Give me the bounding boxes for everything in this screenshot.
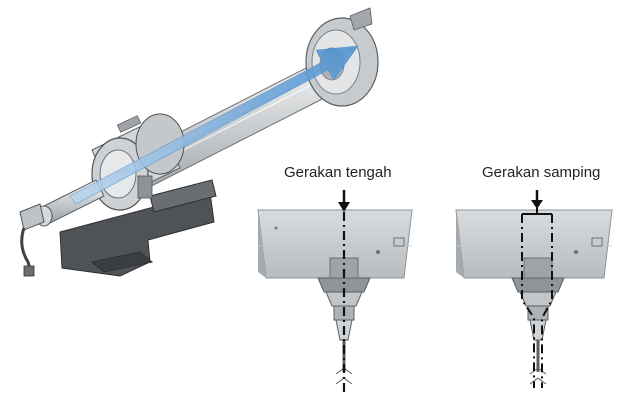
tool-holder bbox=[511, 257, 565, 385]
center-movement-label: Gerakan tengah bbox=[284, 164, 392, 181]
down-arrow-icon bbox=[531, 190, 543, 209]
base-bracket bbox=[59, 179, 217, 277]
axis-movement-arrow bbox=[69, 45, 359, 205]
side-movement-diagram bbox=[455, 190, 613, 388]
side-movement-label: Gerakan samping bbox=[482, 164, 601, 181]
down-arrow-icon bbox=[338, 190, 350, 212]
center-movement-diagram bbox=[257, 190, 413, 392]
spindle-assembly bbox=[19, 7, 379, 277]
spindle-head-block bbox=[455, 209, 613, 279]
spindle-head-block bbox=[257, 209, 413, 279]
side-offset-outline bbox=[521, 214, 553, 388]
